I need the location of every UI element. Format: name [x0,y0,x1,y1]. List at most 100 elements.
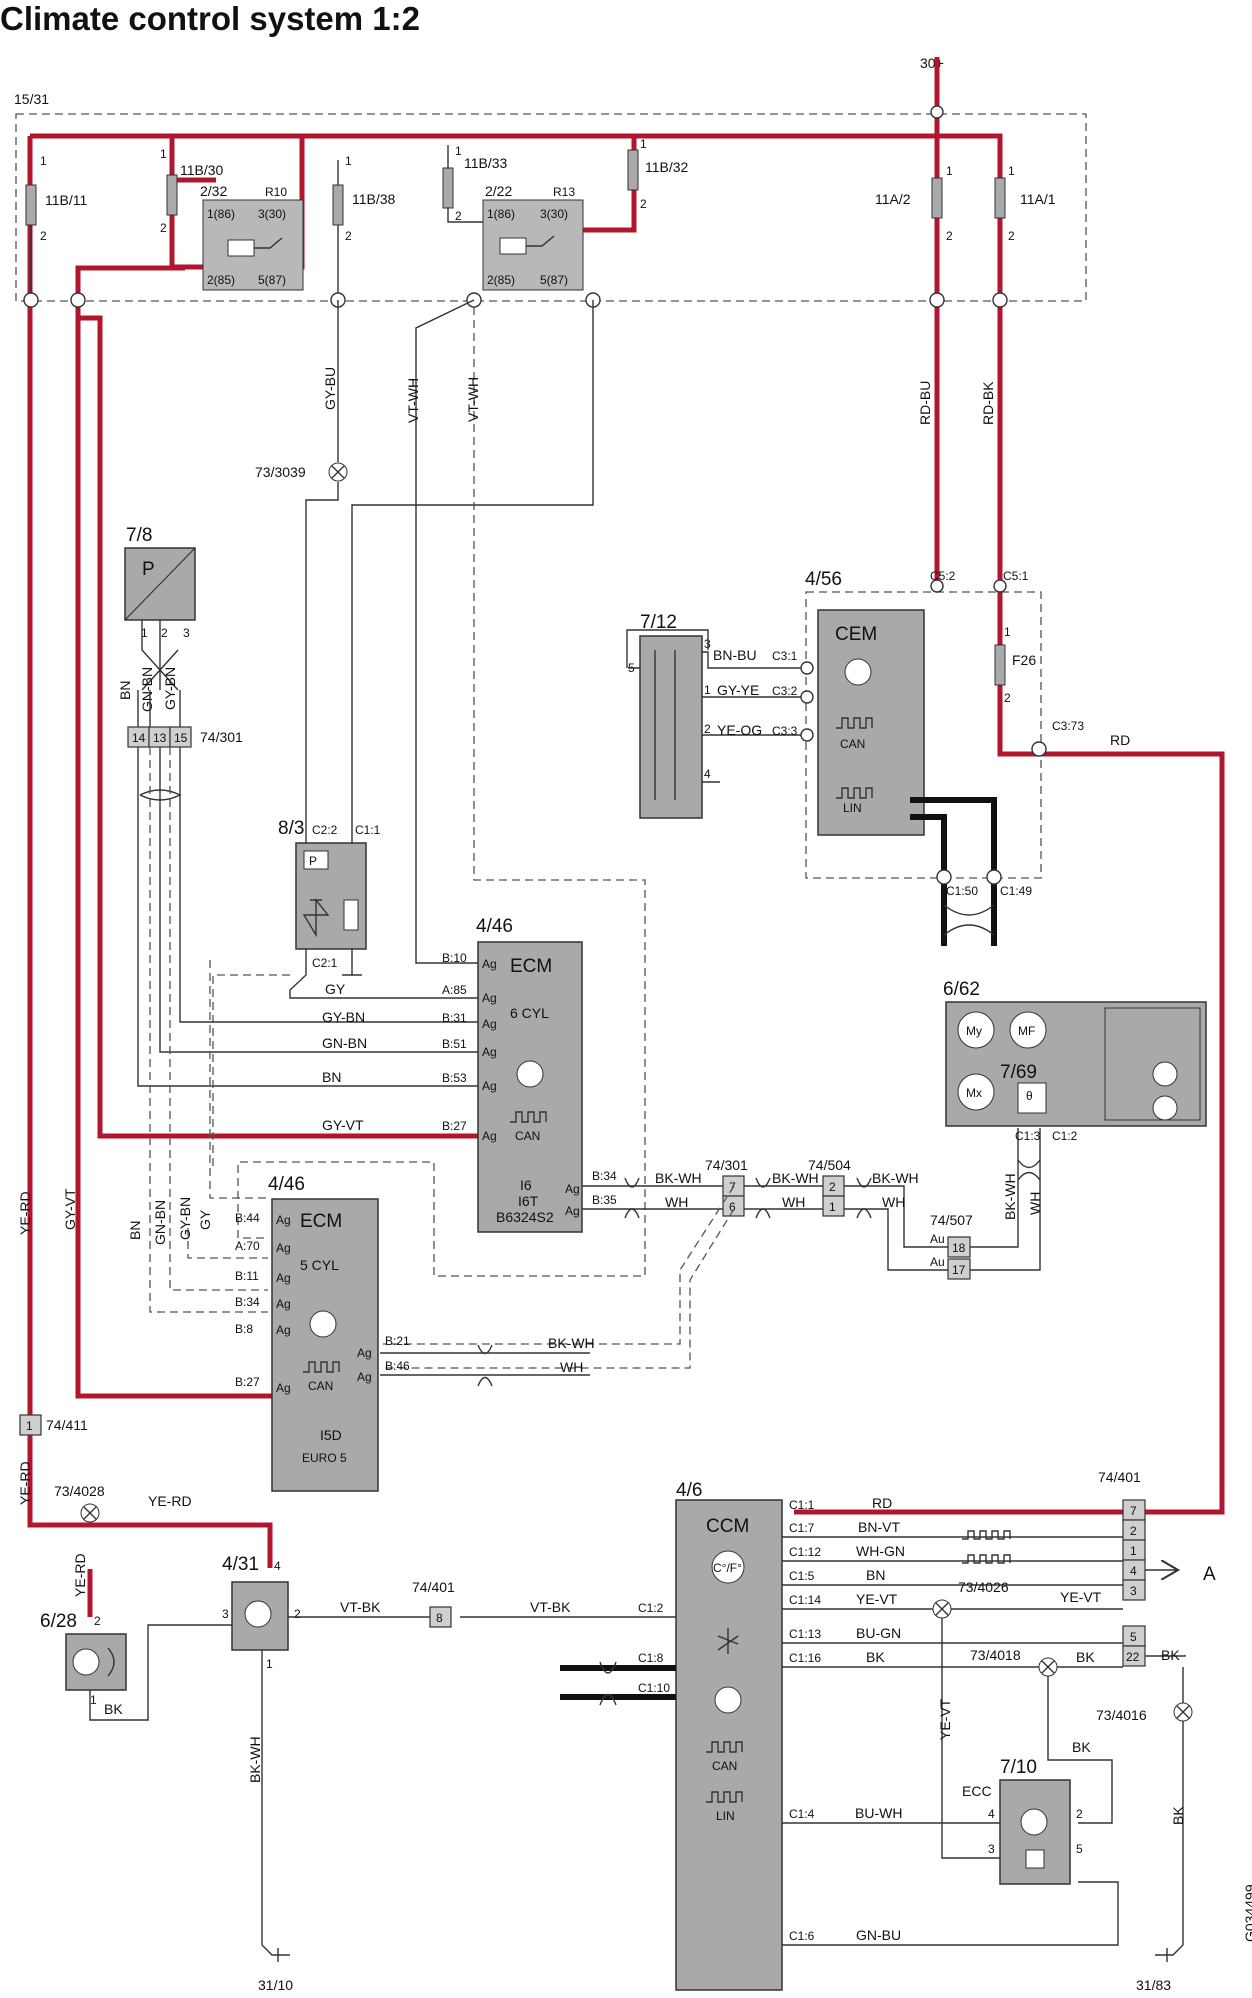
svg-text:ECM: ECM [300,1211,342,1232]
component-7-10-ecc: 7/10 ECC 4 2 3 5 [962,1757,1083,1885]
svg-text:BN-BU: BN-BU [713,647,757,663]
svg-text:BK: BK [1161,1647,1180,1663]
svg-text:73/4018: 73/4018 [970,1647,1021,1663]
svg-text:LIN: LIN [716,1809,735,1823]
svg-text:A: A [1203,1564,1216,1585]
svg-text:CAN: CAN [308,1379,333,1393]
connector-74-401-right: 74/401 7 2 1 4 3 5 22 A [1098,1469,1216,1667]
svg-text:CAN: CAN [712,1759,737,1773]
svg-text:WH: WH [560,1359,583,1375]
module-4-6-ccm: 4/6 CCM C°/F° CAN LIN [675,1480,783,1991]
svg-text:RD: RD [1110,732,1130,748]
svg-text:1: 1 [40,154,47,168]
svg-text:GN-BU: GN-BU [856,1927,901,1943]
module-4-56-cem: 4/56 CEM CAN LIN C5:2 C5:1 [800,569,1042,879]
svg-text:B:31: B:31 [442,1011,467,1025]
svg-text:BK: BK [1170,1806,1186,1825]
svg-text:Ag: Ag [276,1297,291,1311]
svg-text:Ag: Ag [276,1381,291,1395]
svg-text:BK-WH: BK-WH [548,1335,595,1351]
svg-text:RD-BK: RD-BK [980,381,996,425]
svg-text:Ag: Ag [482,1129,497,1143]
svg-text:θ: θ [1026,1089,1033,1103]
svg-text:1: 1 [829,1200,836,1214]
svg-text:C3:1: C3:1 [772,649,798,663]
svg-text:17: 17 [952,1263,966,1277]
svg-text:C3:3: C3:3 [772,724,798,738]
fuse-11b-38: 1 2 11B/38 [332,154,396,300]
svg-text:2: 2 [946,229,953,243]
svg-text:1: 1 [455,144,462,158]
svg-text:31/10: 31/10 [258,1977,293,1993]
svg-text:3: 3 [988,1842,995,1856]
svg-text:GY-VT: GY-VT [62,1188,78,1230]
svg-text:6/62: 6/62 [943,979,980,1000]
svg-text:GY: GY [325,981,346,997]
svg-text:1: 1 [1008,164,1015,178]
svg-text:GY-BU: GY-BU [322,367,338,410]
fuse-11b-33: 1 2 11B/33 [442,144,508,223]
svg-text:MF: MF [1018,1024,1035,1038]
svg-text:C1:7: C1:7 [789,1521,815,1535]
svg-text:Au: Au [930,1255,945,1269]
svg-text:My: My [966,1024,982,1038]
svg-text:11B/30: 11B/30 [180,162,224,178]
svg-text:YE-OG: YE-OG [717,722,762,738]
component-8-3: 8/3 C2:2 C1:1 P C2:1 [212,818,478,1170]
svg-text:1: 1 [141,626,148,640]
svg-text:B:34: B:34 [235,1295,260,1309]
svg-text:R13: R13 [553,185,575,199]
fuse-11a-1: 1 2 11A/1 [994,164,1056,243]
svg-text:1: 1 [1004,625,1011,639]
fuse-f26: 1 F26 2 C3:73 RD [994,625,1130,757]
module-4-46-ecm-6cyl: 4/46 ECM 6 CYL CAN I6 I6T B6324S2 Ag Ag … [322,916,617,1233]
fuse-box-terminals [23,105,1008,308]
svg-text:I6: I6 [520,1177,532,1193]
svg-text:22: 22 [1126,1650,1140,1664]
svg-text:2: 2 [345,229,352,243]
svg-text:74/504: 74/504 [808,1157,851,1173]
svg-text:A:85: A:85 [442,983,467,997]
module-4-46-ecm-5cyl: 4/46 ECM 5 CYL CAN I5D EURO 5 Ag Ag Ag A… [235,1174,595,1492]
svg-text:1: 1 [345,154,352,168]
svg-text:Ag: Ag [565,1204,580,1218]
svg-text:3: 3 [1130,1584,1137,1598]
svg-text:C1:14: C1:14 [789,1593,821,1607]
fuse-11b-32: 1 2 11B/32 [627,137,689,211]
svg-text:2: 2 [640,197,647,211]
svg-text:GN-BN: GN-BN [152,1200,168,1245]
svg-text:BN: BN [117,681,133,700]
svg-text:Ag: Ag [276,1323,291,1337]
svg-text:Ag: Ag [357,1346,372,1360]
svg-text:2: 2 [294,1607,301,1621]
svg-text:Ag: Ag [276,1271,291,1285]
svg-text:74/411: 74/411 [46,1417,88,1433]
svg-text:73/4026: 73/4026 [958,1579,1009,1595]
svg-text:1: 1 [1130,1544,1137,1558]
svg-text:1: 1 [266,1657,273,1671]
svg-text:B:8: B:8 [235,1322,253,1336]
svg-text:C1:5: C1:5 [789,1569,815,1583]
svg-text:1: 1 [946,164,953,178]
svg-text:11A/2: 11A/2 [875,191,911,207]
svg-text:BN: BN [866,1567,885,1583]
svg-text:P: P [309,854,317,868]
svg-text:1: 1 [704,683,711,697]
svg-text:RD: RD [872,1495,892,1511]
svg-text:ECC: ECC [962,1783,992,1799]
svg-text:Ag: Ag [482,957,497,971]
svg-text:B:44: B:44 [235,1211,260,1225]
svg-text:GN-BN: GN-BN [139,667,155,712]
svg-text:4: 4 [988,1807,995,1821]
svg-text:CEM: CEM [835,624,877,645]
svg-text:B:27: B:27 [442,1119,467,1133]
svg-text:C1:4: C1:4 [789,1807,815,1821]
svg-text:7: 7 [729,1180,736,1194]
svg-text:1: 1 [640,137,647,151]
svg-text:6 CYL: 6 CYL [510,1005,549,1021]
svg-text:2: 2 [1076,1807,1083,1821]
power-30-label: 30+ [920,55,944,71]
svg-text:VT-WH: VT-WH [405,378,421,423]
junction-73-3039: 73/3039 [255,462,348,482]
